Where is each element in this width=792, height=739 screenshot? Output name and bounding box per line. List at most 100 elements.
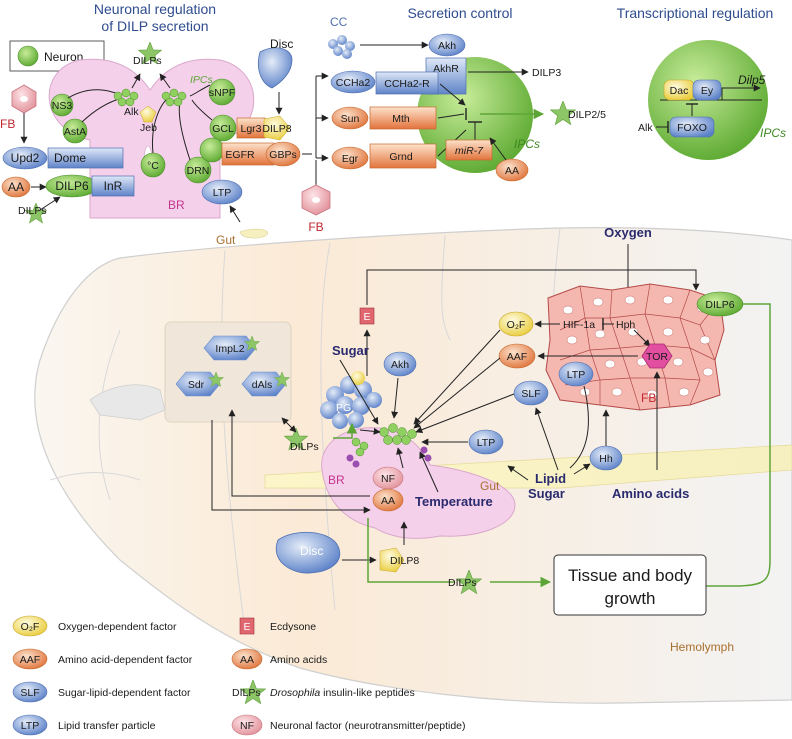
- ccha2r-receptor: [375, 71, 439, 95]
- ccha2r-label: CCHa2-R: [384, 78, 430, 90]
- egfr-label: EGFR: [225, 149, 255, 161]
- tor-label: TOR: [646, 351, 668, 363]
- mir7-box: [445, 139, 493, 161]
- panel-title-neuronal-2: of DILP secretion: [101, 18, 208, 34]
- legend-o2f-icon: [12, 615, 48, 637]
- ltp-node-top: [201, 179, 243, 205]
- tor-node: [641, 343, 673, 369]
- ey-node: [692, 79, 722, 101]
- neuron-snpf: [208, 78, 236, 106]
- legend-text-6-italic: Drosophila: [270, 687, 320, 699]
- ipcs-label-top-left: IPCs: [190, 74, 214, 86]
- dilp25-label: DILP2/5: [568, 109, 606, 121]
- neuron-legend-icon: [17, 45, 39, 67]
- legend-key-0: O₂F: [21, 621, 40, 633]
- cc-cluster: [328, 35, 355, 59]
- arrow-ipc-dilps-1: [131, 73, 141, 89]
- sdr-label: Sdr: [188, 379, 205, 391]
- degc-label: °C: [147, 160, 159, 172]
- neuron-ns3: [50, 93, 74, 117]
- temperature-label: Temperature: [415, 494, 493, 509]
- hph-label: Hph: [616, 319, 635, 331]
- legend-key-5: AA: [240, 654, 254, 666]
- aaf-node: [498, 343, 536, 369]
- gut-label-top: Gut: [216, 233, 236, 247]
- arrow-dilps-binding: [281, 417, 297, 433]
- dilp5-promoter-arrow: [721, 84, 761, 100]
- hemolymph-label: Hemolymph: [670, 640, 734, 654]
- ltp-label-main2: LTP: [477, 437, 495, 449]
- e-label: E: [363, 311, 370, 323]
- panel-main: Oxygen FB: [164, 225, 771, 654]
- dilp8-shape-main: [379, 547, 405, 573]
- legend-text-3: Lipid transfer particle: [58, 720, 156, 732]
- sugar-label: Sugar: [332, 343, 369, 358]
- hif-label: HIF-1a: [563, 319, 595, 331]
- panel-neuronal: Neuronal regulation of DILP secretion Ne…: [0, 1, 312, 247]
- panel-title-secretion: Secretion control: [407, 5, 512, 21]
- dilp8-shape-top: [263, 115, 291, 141]
- panel-transcription: Transcriptional regulation IPCs Dilp5 Da…: [617, 5, 786, 160]
- disc-label-top: Disc: [270, 37, 293, 51]
- legend-key-6: DILPs: [232, 687, 261, 699]
- legend-text-0: Oxygen-dependent factor: [58, 621, 177, 633]
- ccha2-node: [330, 70, 376, 94]
- process-snpf: [189, 84, 211, 97]
- inr-receptor: [91, 175, 135, 197]
- legend: O₂F Oxygen-dependent factor AAF Amino ac…: [12, 615, 466, 736]
- growth-line1: Tissue and body: [568, 566, 693, 585]
- legend-text-7: Neuronal factor (neurotransmitter/peptid…: [270, 720, 466, 732]
- legend-text-2: Sugar-lipid-dependent factor: [58, 687, 191, 699]
- oxygen-label: Oxygen: [604, 225, 652, 240]
- neuron-gcl: [209, 114, 237, 142]
- legend-text-6: insulin-like peptides: [320, 687, 415, 699]
- gbps-node: [265, 141, 301, 167]
- aaf-label: AAF: [507, 351, 527, 363]
- disc-main: [275, 531, 341, 574]
- arrow-lipid-gut: [507, 465, 529, 481]
- aa-node-top: [1, 176, 31, 198]
- arrow-aa-ipc: [489, 137, 507, 161]
- inr-label: InR: [104, 179, 123, 193]
- neuron-egfr: [199, 137, 225, 163]
- pg-cluster: [320, 371, 382, 429]
- upd2-node: [2, 146, 48, 170]
- neuron-asta: [62, 118, 88, 144]
- growth-line2: growth: [604, 589, 655, 608]
- foxo-label: FOXO: [677, 122, 707, 134]
- dals-label: dAls: [252, 379, 272, 391]
- arrow-dilps-dilp6: [39, 196, 61, 211]
- slf-label: SLF: [521, 388, 540, 400]
- disc-label-main: Disc: [300, 544, 323, 558]
- legend-key-1: AAF: [20, 654, 40, 666]
- ipcs-label-mid: IPCs: [514, 137, 540, 151]
- dilp5-label: Dilp5: [738, 73, 766, 87]
- akh-label-mid: Akh: [438, 40, 456, 52]
- legend-text-6-wrap: Drosophila insulin-like peptides: [270, 687, 415, 699]
- ltp-node-main2: [468, 429, 504, 455]
- arrow-dilps-pg: [333, 422, 358, 439]
- arrow-temp-ipc: [419, 451, 439, 493]
- egr-node: [331, 146, 369, 170]
- growth-box: [553, 554, 707, 616]
- dilp8-label-top: DILP8: [262, 123, 291, 135]
- lgr3-label: Lgr3: [240, 123, 261, 135]
- fb-label-main: FB: [641, 391, 656, 405]
- legend-aaf-icon: [12, 648, 48, 670]
- ltp-node-main1: [558, 361, 594, 387]
- sun-node: [331, 106, 369, 130]
- mth-label: Mth: [392, 113, 410, 125]
- impl2-label: ImpL2: [215, 343, 244, 355]
- legend-text-5: Amino acids: [270, 654, 327, 666]
- dilp6-label-main: DILP6: [705, 299, 734, 311]
- dilps-label-bottom-left: DILPs: [18, 205, 47, 217]
- lipid-label: Lipid: [535, 471, 566, 486]
- dilps-label-main2: DILPs: [448, 577, 477, 589]
- snpf-label: sNPF: [209, 87, 235, 99]
- legend-nf-icon: [231, 714, 263, 736]
- fb-hex-nucleus: [20, 96, 28, 102]
- dilp3-label: DILP3: [532, 67, 561, 79]
- arrow-br-binding: [228, 409, 370, 497]
- aa-label-mid: AA: [505, 165, 519, 177]
